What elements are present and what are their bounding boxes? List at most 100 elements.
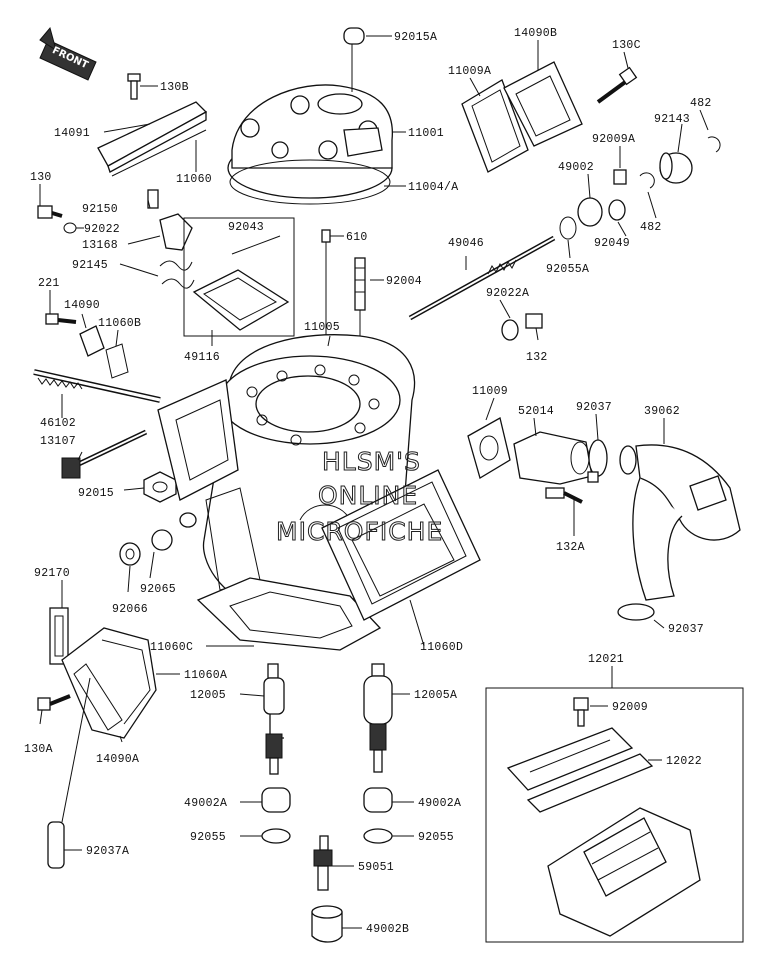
label-11004a: 11004/A <box>408 181 458 194</box>
label-132a: 132A <box>556 541 585 554</box>
label-14090b: 14090B <box>514 27 557 40</box>
gasket-11060c-icon <box>196 577 382 651</box>
clamp-92037-icon <box>587 439 608 483</box>
cap-92143-icon <box>659 152 693 184</box>
label-49046: 49046 <box>448 237 484 250</box>
label-92055-left: 92055 <box>190 831 226 844</box>
label-482-b: 482 <box>640 221 662 234</box>
screw-92009-icon <box>573 697 589 727</box>
clip-482-icon <box>639 136 721 189</box>
bushing-92065-icon <box>119 512 197 566</box>
reed-petal-12022-icon <box>506 727 654 813</box>
label-92015a: 92015A <box>394 31 437 44</box>
label-59051: 59051 <box>358 861 394 874</box>
label-11009: 11009 <box>472 385 508 398</box>
label-12021: 12021 <box>588 653 624 666</box>
manifold-52014-icon <box>513 431 593 504</box>
label-92143: 92143 <box>654 113 690 126</box>
label-11060b: 11060B <box>98 317 141 330</box>
label-46102: 46102 <box>40 417 76 430</box>
hose-39062-icon <box>617 444 741 621</box>
reed-92043-icon <box>183 217 295 337</box>
label-92170: 92170 <box>34 567 70 580</box>
watermark-line-3: MICROFICHE <box>276 517 443 546</box>
label-92009a: 92009A <box>592 133 635 146</box>
grommet-49002-icon <box>577 197 626 227</box>
label-13107: 13107 <box>40 435 76 448</box>
leader-lines <box>39 35 709 929</box>
reed-block-12021-icon <box>547 807 701 937</box>
label-92150: 92150 <box>82 203 118 216</box>
screw-221-icon <box>45 313 77 325</box>
reed-valve-box <box>485 687 744 943</box>
cover-14090a-icon <box>61 627 157 739</box>
label-92022: 92022 <box>84 223 120 236</box>
label-49002b: 49002B <box>366 923 409 936</box>
label-11060: 11060 <box>176 173 212 186</box>
label-482-a: 482 <box>690 97 712 110</box>
plate-14090-icon <box>79 325 129 379</box>
label-221: 221 <box>38 277 60 290</box>
gasket-11060d-icon <box>321 469 481 621</box>
label-52014: 52014 <box>518 405 554 418</box>
governor-12005-icon <box>263 663 285 775</box>
label-11060c: 11060C <box>150 641 193 654</box>
grommet-49002a-icon <box>261 787 393 813</box>
bolt-130c-icon <box>596 66 638 104</box>
label-92043: 92043 <box>228 221 264 234</box>
bolt-130b-icon <box>127 73 141 100</box>
bolt-132-icon <box>501 313 543 341</box>
label-92066: 92066 <box>112 603 148 616</box>
rod-49046-icon <box>408 235 556 321</box>
label-39062: 39062 <box>644 405 680 418</box>
governor-12005a-icon <box>363 663 393 773</box>
cylinder-head-11001-icon <box>227 27 394 205</box>
pinion-13107-icon <box>61 429 148 479</box>
screw-92009a-icon <box>613 169 627 185</box>
label-92015: 92015 <box>78 487 114 500</box>
label-132: 132 <box>526 351 548 364</box>
gasket-11009a-icon <box>461 79 529 173</box>
label-49002: 49002 <box>558 161 594 174</box>
label-12005a: 12005A <box>414 689 457 702</box>
label-49002a-right: 49002A <box>418 797 461 810</box>
cylinder-11005-icon <box>157 334 416 610</box>
label-14090a: 14090A <box>96 753 139 766</box>
actuator-13168-icon <box>147 189 195 289</box>
bolt-130a-icon <box>37 694 71 711</box>
bolt-130-icon <box>37 205 77 234</box>
label-92037-a: 92037 <box>576 401 612 414</box>
label-130b: 130B <box>160 81 189 94</box>
label-92065: 92065 <box>140 583 176 596</box>
label-92145: 92145 <box>72 259 108 272</box>
label-92055-right: 92055 <box>418 831 454 844</box>
label-13168: 13168 <box>82 239 118 252</box>
watermark-line-1: HLSM'S <box>322 447 421 476</box>
label-92004: 92004 <box>386 275 422 288</box>
label-130a: 130A <box>24 743 53 756</box>
nut-92015-icon <box>143 471 177 503</box>
label-92037-b: 92037 <box>668 623 704 636</box>
label-12005: 12005 <box>190 689 226 702</box>
label-130: 130 <box>30 171 52 184</box>
cover-14090b-icon <box>503 61 583 147</box>
label-130c: 130C <box>612 39 641 52</box>
cap-49002b-icon <box>311 905 343 943</box>
label-92055a: 92055A <box>546 263 589 276</box>
rod-92037a-icon <box>47 677 91 869</box>
watermark: HLSM'S ONLINE MICROFICHE <box>276 447 443 547</box>
label-11060a: 11060A <box>184 669 227 682</box>
oring-92055a-icon <box>559 216 577 240</box>
label-49002a-left: 49002A <box>184 797 227 810</box>
gasket-92170-icon <box>49 607 69 665</box>
cover-14091-icon <box>97 101 208 177</box>
part-labels: 92015A 14090B 130C 130B 11009A 14091 110… <box>24 27 712 936</box>
label-92037a: 92037A <box>86 845 129 858</box>
label-14091: 14091 <box>54 127 90 140</box>
label-12022: 12022 <box>666 755 702 768</box>
label-11060d: 11060D <box>420 641 463 654</box>
front-arrow-icon: FRONT <box>39 26 97 81</box>
label-92009: 92009 <box>612 701 648 714</box>
label-11005: 11005 <box>304 321 340 334</box>
